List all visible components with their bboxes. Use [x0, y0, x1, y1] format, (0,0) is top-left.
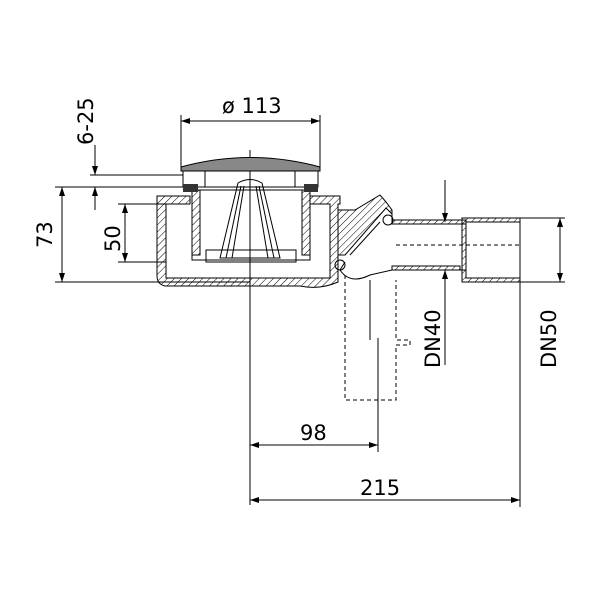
dimension-dn50: DN50	[520, 217, 565, 368]
total-length-label: 215	[360, 476, 400, 500]
dimension-adjust-height: 6-25	[74, 97, 183, 210]
total-height-label: 73	[33, 221, 57, 248]
drain-body	[156, 179, 341, 288]
dimension-outlet-offset: 98	[250, 400, 379, 452]
adjust-height-label: 6-25	[74, 97, 98, 145]
dn40-label: DN40	[421, 309, 445, 368]
dimension-dn40: DN40	[421, 180, 448, 368]
outlet-pipe	[334, 194, 521, 283]
vertical-outlet-alternative	[344, 275, 411, 401]
outlet-offset-label: 98	[300, 421, 327, 445]
water-seal-label: 50	[101, 225, 125, 252]
dn50-label: DN50	[537, 309, 561, 368]
dimension-total-length: 215	[250, 282, 521, 507]
drain-cap	[180, 157, 321, 188]
diameter-label: ø 113	[222, 94, 282, 118]
dimension-total-height: 73	[33, 186, 250, 283]
dimension-diameter: ø 113	[180, 94, 321, 168]
dimension-water-seal: 50	[101, 203, 166, 263]
